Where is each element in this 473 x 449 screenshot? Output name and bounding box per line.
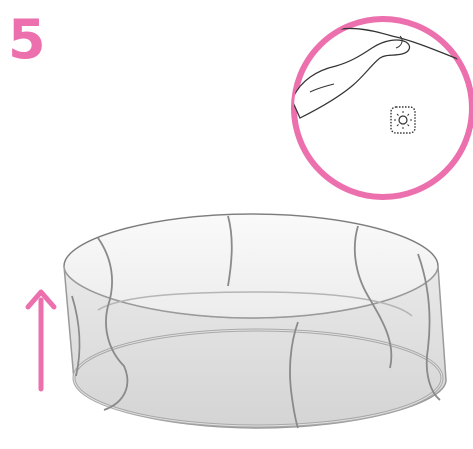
arrow-up-icon xyxy=(25,289,57,392)
finger-pressing-button-icon xyxy=(294,27,471,134)
callout-detail xyxy=(291,16,473,200)
callout-circle xyxy=(291,16,473,200)
step-number: 5 xyxy=(8,8,46,71)
circular-display-frame xyxy=(63,213,447,429)
button-icon xyxy=(390,106,416,134)
